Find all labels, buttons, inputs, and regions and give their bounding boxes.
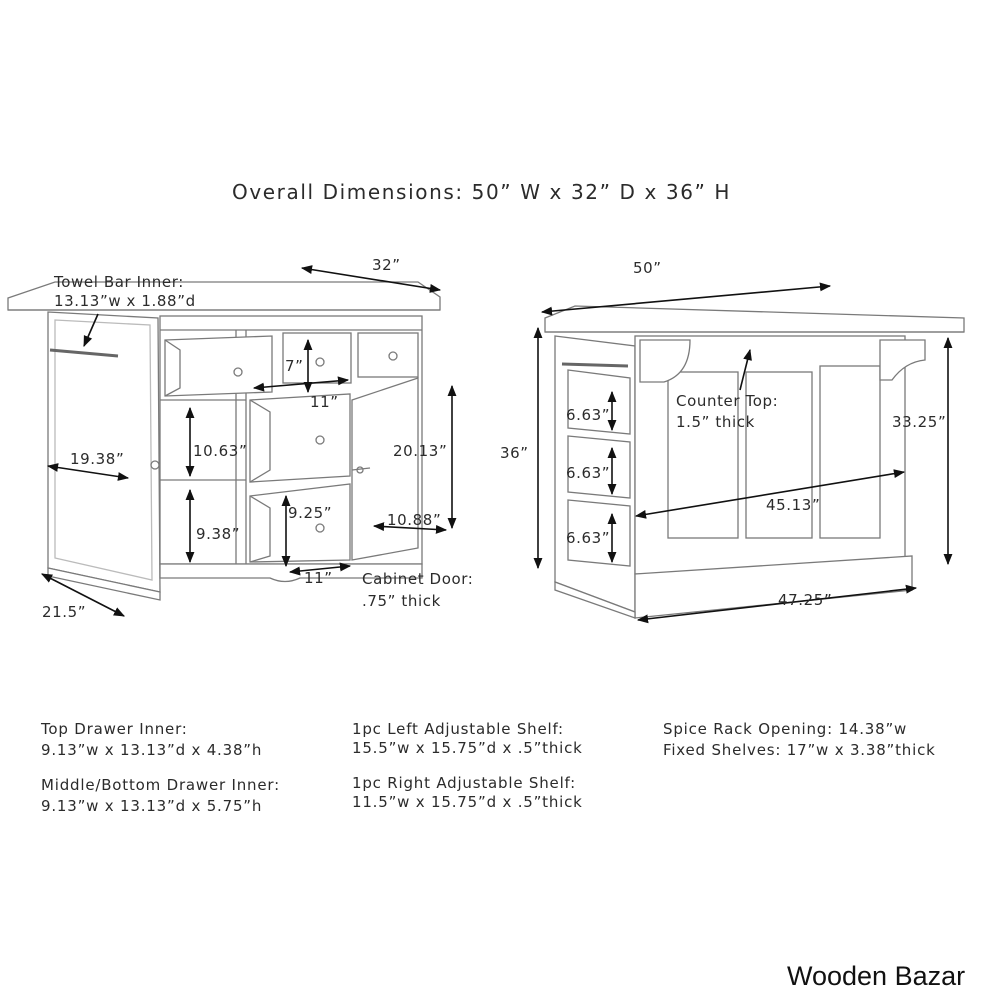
towel-bar-size: 13.13”w x 1.88”d bbox=[54, 292, 196, 310]
door-height-label: 20.13” bbox=[393, 442, 448, 460]
total-height-label: 36” bbox=[500, 444, 529, 462]
mid-drawer-note-title: Middle/Bottom Drawer Inner: bbox=[41, 776, 280, 794]
overall-dimensions-title: Overall Dimensions: 50” W x 32” D x 36” … bbox=[232, 180, 732, 204]
left-shelf-note-title: 1pc Left Adjustable Shelf: bbox=[352, 720, 564, 738]
depth-top-label: 32” bbox=[372, 256, 401, 274]
right-dimension-arrows bbox=[533, 282, 953, 624]
cabinet-door-label: Cabinet Door: bbox=[362, 570, 474, 588]
top-drawer-height-label: 7” bbox=[285, 357, 304, 375]
top-drawer-note-title: Top Drawer Inner: bbox=[41, 720, 188, 738]
inner-width-label: 45.13” bbox=[766, 496, 821, 514]
right-shelf-note-size: 11.5”w x 15.75”d x .5”thick bbox=[352, 793, 583, 811]
top-drawer-width-label: 11” bbox=[310, 393, 339, 411]
upper-shelf-height-label: 10.63” bbox=[193, 442, 248, 460]
top-drawer-note-size: 9.13”w x 13.13”d x 4.38”h bbox=[41, 741, 263, 759]
left-shelf-note-size: 15.5”w x 15.75”d x .5”thick bbox=[352, 739, 583, 757]
spice-rack-note: Spice Rack Opening: 14.38”w bbox=[663, 720, 908, 738]
door-width-label: 10.88” bbox=[387, 511, 442, 529]
base-width-label: 47.25” bbox=[778, 591, 833, 609]
spice-opening-2-label: 6.63” bbox=[566, 464, 611, 482]
width-top-label: 50” bbox=[633, 259, 662, 277]
spice-opening-3-label: 6.63” bbox=[566, 529, 611, 547]
right-shelf-note-title: 1pc Right Adjustable Shelf: bbox=[352, 774, 576, 792]
left-dimension-arrows bbox=[41, 265, 457, 617]
middle-drawer-height-label: 9.25” bbox=[288, 504, 333, 522]
body-height-label: 33.25” bbox=[892, 413, 947, 431]
mid-drawer-note-size: 9.13”w x 13.13”d x 5.75”h bbox=[41, 797, 263, 815]
base-depth-label: 21.5” bbox=[42, 603, 87, 621]
towel-bar-label: Towel Bar Inner: bbox=[54, 273, 184, 291]
lower-shelf-height-label: 9.38” bbox=[196, 525, 241, 543]
bottom-drawer-width-label: 11” bbox=[304, 569, 333, 587]
brand-watermark: Wooden Bazar bbox=[787, 961, 966, 991]
right-island-view bbox=[544, 305, 965, 619]
left-island-view bbox=[7, 281, 441, 601]
counter-top-thickness: 1.5” thick bbox=[676, 413, 755, 431]
cabinet-door-thickness: .75” thick bbox=[362, 592, 441, 610]
fixed-shelves-note: Fixed Shelves: 17”w x 3.38”thick bbox=[663, 741, 936, 759]
spice-opening-1-label: 6.63” bbox=[566, 406, 611, 424]
side-width-label: 19.38” bbox=[70, 450, 125, 468]
counter-top-label: Counter Top: bbox=[676, 392, 779, 410]
